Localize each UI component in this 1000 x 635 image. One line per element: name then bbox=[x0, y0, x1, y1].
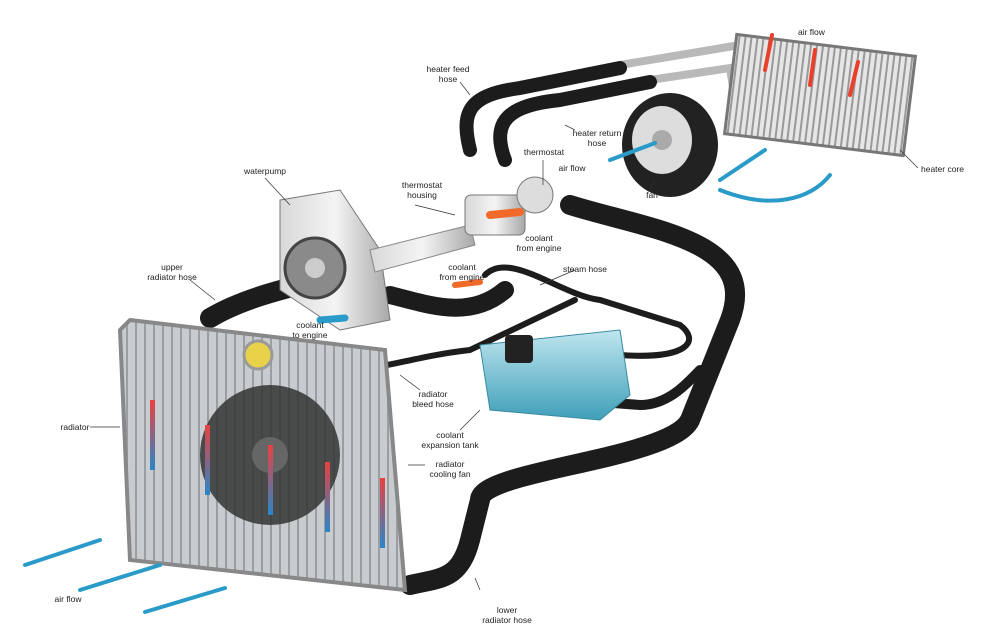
label-thermostat: thermostat bbox=[523, 147, 565, 157]
leader-lines bbox=[90, 81, 919, 591]
label-coolant-from-engine-1: coolant from engine bbox=[516, 233, 562, 253]
label-radiator-bleed-hose: radiator bleed hose bbox=[412, 389, 454, 409]
thermostat-housing bbox=[464, 176, 554, 236]
label-thermostat-housing: thermostat housing bbox=[401, 180, 443, 200]
heater-core bbox=[722, 32, 918, 158]
label-air-flow-bottom: air flow bbox=[54, 594, 82, 604]
thermostat-pipe bbox=[369, 224, 476, 273]
label-fan: fan bbox=[646, 190, 658, 200]
label-air-flow-mid: air flow bbox=[558, 163, 586, 173]
air-flow-arrows bbox=[23, 33, 860, 614]
heater-pipes bbox=[619, 41, 741, 101]
label-heater-core: heater core bbox=[921, 164, 964, 174]
label-coolant-from-engine-2: coolant from engine bbox=[439, 262, 485, 282]
radiator bbox=[117, 317, 408, 593]
heater-return-hose bbox=[493, 75, 657, 167]
engine-hose bbox=[381, 281, 514, 317]
heater-feed-hose bbox=[459, 61, 627, 157]
label-steam-hose: steam hose bbox=[563, 264, 607, 274]
tank-outlet-hose bbox=[595, 365, 705, 411]
label-coolant-expansion-tank: coolant expansion tank bbox=[421, 430, 479, 450]
label-radiator: radiator bbox=[60, 422, 90, 432]
label-lower-radiator-hose: lower radiator hose bbox=[482, 605, 532, 625]
label-waterpump: waterpump bbox=[243, 166, 287, 176]
label-air-flow-top: air flow bbox=[798, 27, 825, 37]
coolant-expansion-tank bbox=[479, 329, 631, 421]
heater-fan bbox=[622, 93, 718, 197]
label-heater-feed-hose: heater feed hose bbox=[426, 64, 470, 84]
label-heater-return-hose: heater return hose bbox=[572, 128, 622, 148]
steam-hose bbox=[482, 264, 693, 359]
main-return-hose bbox=[400, 195, 746, 595]
label-upper-radiator-hose: upper radiator hose bbox=[147, 262, 197, 282]
label-radiator-cooling-fan: radiator cooling fan bbox=[429, 459, 471, 479]
label-coolant-to-engine: coolant to engine bbox=[292, 320, 328, 340]
waterpump bbox=[279, 189, 391, 331]
